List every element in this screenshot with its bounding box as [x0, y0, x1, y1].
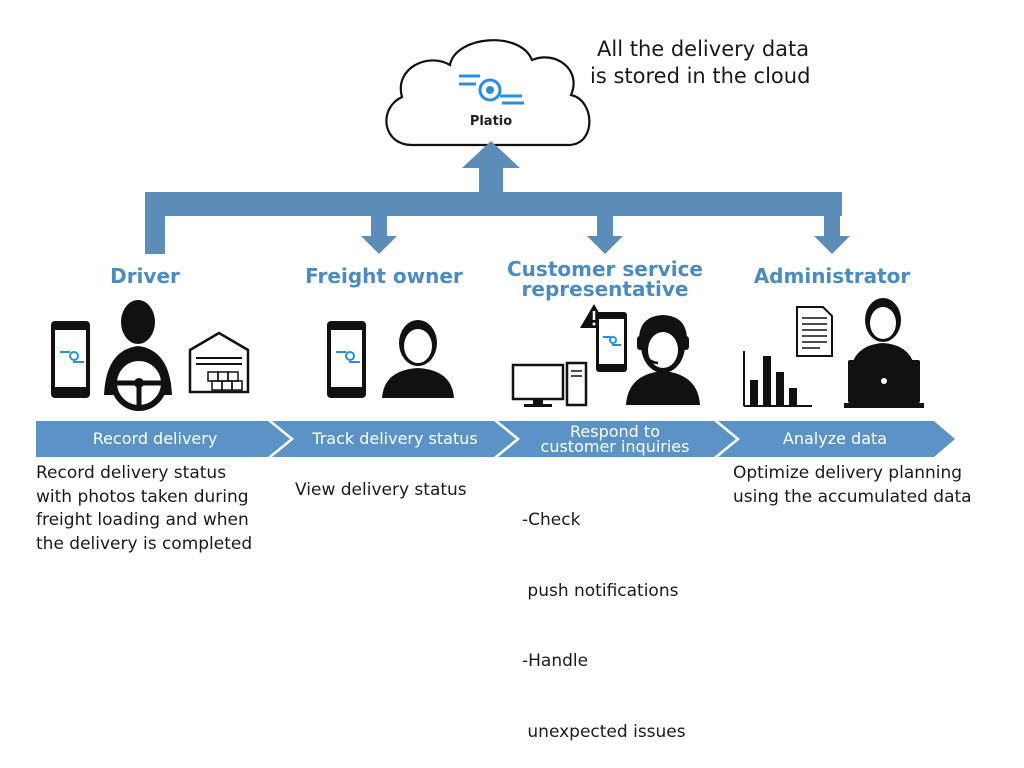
step-chevron-track	[272, 421, 516, 457]
step-label-respond-inquiries: Respond to customer inquiries	[510, 422, 720, 456]
role-title-administrator: Administrator	[753, 264, 911, 288]
smartphone-icon	[596, 312, 627, 372]
description-line: the delivery is completed	[36, 533, 253, 554]
data-flow-arrows	[145, 141, 850, 254]
warehouse-icon	[188, 331, 250, 394]
description-line: using the accumulated data	[733, 486, 972, 507]
driver-steering-wheel-icon	[104, 300, 172, 411]
cloud-caption-line2: is stored in the cloud	[590, 64, 811, 88]
role-title-driver: Driver	[110, 264, 180, 288]
process-steps-banner	[36, 421, 955, 457]
platio-delivery-diagram: Platio	[36, 36, 1013, 742]
desktop-computer-icon	[511, 361, 588, 407]
description-line: with photos taken during	[36, 486, 249, 507]
description-line: -Check	[522, 510, 581, 530]
step-label-line1: Respond to	[570, 422, 660, 441]
smartphone-icon	[51, 321, 90, 398]
step-label-line2: customer inquiries	[540, 437, 690, 456]
cloud-caption: All the delivery data is stored in the c…	[590, 36, 890, 90]
person-icon	[382, 320, 454, 398]
platio-logo-text: Platio	[470, 114, 512, 129]
role-title-customer-service: Customer service representative	[500, 259, 710, 299]
role-title-line2: representative	[521, 277, 689, 301]
description-line: freight loading and when	[36, 510, 249, 530]
description-administrator: Optimize delivery planning using the acc…	[733, 462, 1013, 509]
laptop-user-icon	[844, 298, 924, 408]
step-label-track-delivery-status: Track delivery status	[312, 429, 478, 448]
platio-logo-icon	[459, 74, 524, 105]
bar-chart-icon	[743, 351, 812, 407]
description-freight-owner: View delivery status	[295, 479, 505, 503]
description-line: -Handle	[522, 651, 589, 671]
step-chevron-respond	[498, 421, 736, 457]
diagram-graphics: Platio	[36, 39, 955, 457]
step-label-record-delivery: Record delivery	[92, 429, 218, 448]
cloud-caption-line1: All the delivery data	[597, 37, 810, 61]
description-customer-service: -Check push notifications -Handle unexpe…	[522, 462, 722, 768]
headset-operator-icon	[626, 314, 700, 405]
step-label-analyze-data: Analyze data	[782, 429, 888, 448]
description-line: unexpected issues	[522, 721, 686, 742]
description-line: push notifications	[522, 580, 679, 601]
description-driver: Record delivery status with photos taken…	[36, 462, 286, 556]
step-chevron-analyze	[718, 421, 955, 457]
description-line: Record delivery status	[36, 463, 227, 483]
role-title-line1: Customer service	[507, 257, 703, 281]
description-line: Optimize delivery planning	[733, 463, 963, 483]
description-line: View delivery status	[295, 480, 467, 500]
document-icon	[796, 306, 833, 357]
step-chevron-record	[36, 421, 290, 457]
smartphone-icon	[327, 321, 366, 398]
role-title-freight-owner: Freight owner	[305, 264, 463, 288]
